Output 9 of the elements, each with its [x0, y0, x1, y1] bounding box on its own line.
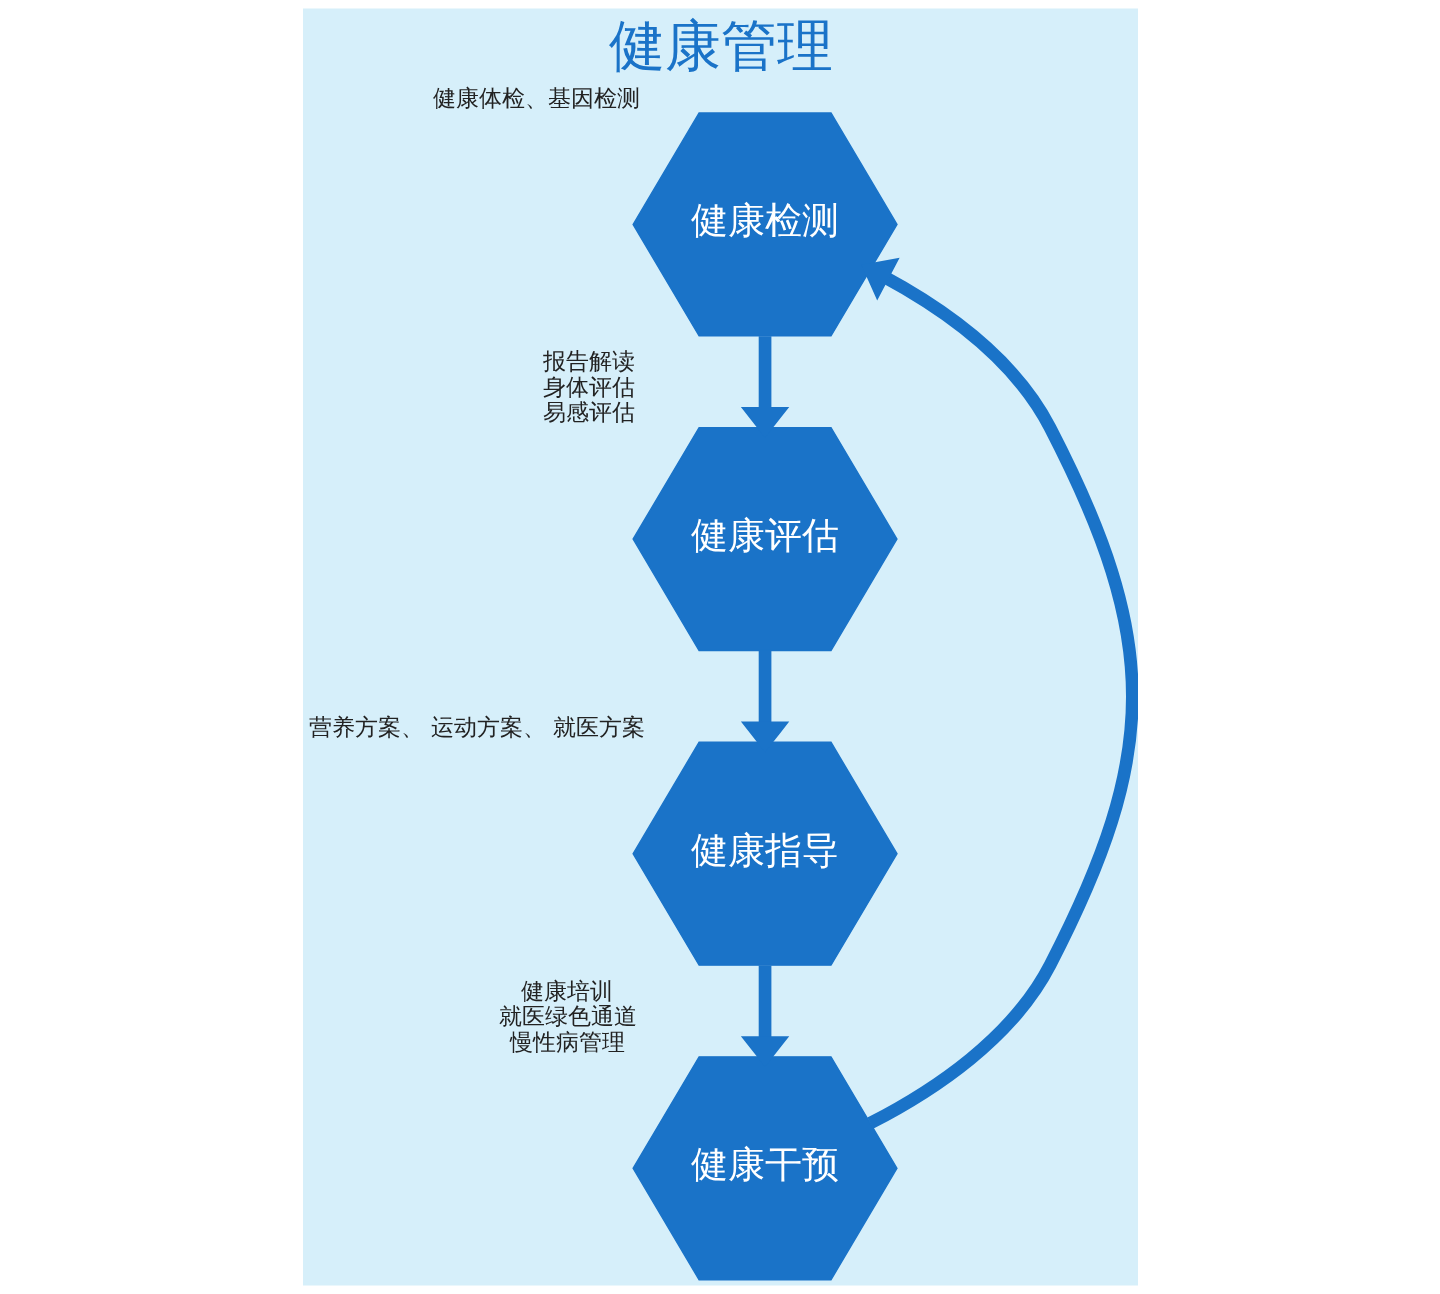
diagram-title: 健康管理 — [608, 13, 833, 79]
node-label: 报告解读 — [542, 348, 635, 375]
node-label: 健康体检、基因检测 — [432, 84, 640, 111]
node-label: 慢性病管理 — [509, 1028, 625, 1055]
node-label: 身体评估 — [542, 373, 635, 400]
node-label: 健康培训 — [520, 977, 613, 1004]
node-label: 营养方案、 运动方案、 就医方案 — [308, 713, 645, 740]
node-label: 易感评估 — [542, 399, 635, 426]
node-label: 就医绿色通道 — [498, 1003, 637, 1030]
